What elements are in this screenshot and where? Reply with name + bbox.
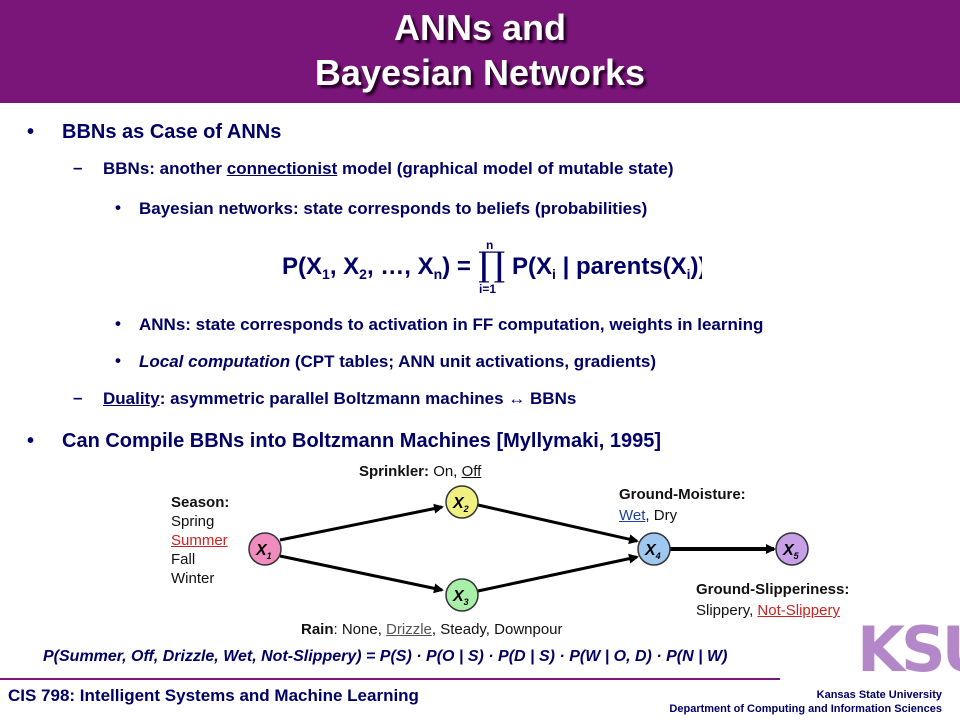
svg-text:i=1: i=1 bbox=[479, 282, 496, 296]
edge-x1-x2 bbox=[279, 503, 444, 542]
ground-slipperiness-label: Ground-Slipperiness: Slippery, Not-Slipp… bbox=[696, 581, 850, 619]
duality-link[interactable]: Duality bbox=[103, 389, 160, 408]
edge-x1-x3 bbox=[279, 554, 444, 594]
node-x1: X1 bbox=[248, 532, 282, 566]
joint-probability-equation: P(X1, X2, …, Xn) = ∏ n i=1 P(Xi | parent… bbox=[282, 238, 702, 296]
svg-text:P(Xi | parents(Xi)): P(Xi | parents(Xi)) bbox=[512, 253, 702, 282]
node-x5: X5 bbox=[775, 532, 809, 566]
ground-moisture-label: Ground-Moisture: Wet, Dry bbox=[619, 486, 746, 524]
slide-title-line1: ANNs and bbox=[393, 7, 567, 48]
department-name: Department of Computing and Information … bbox=[669, 703, 942, 715]
season-label: Season: Spring Summer Fall Winter bbox=[171, 494, 230, 587]
bullet-dot: • bbox=[27, 430, 35, 452]
sprinkler-label: Sprinkler: On, Off bbox=[359, 463, 482, 480]
bullet-bayes-state: Bayesian networks: state corresponds to … bbox=[139, 199, 648, 218]
node-x4: X4 bbox=[637, 532, 671, 566]
bullet-duality: Duality: asymmetric parallel Boltzmann m… bbox=[103, 389, 577, 408]
bullet-dot: • bbox=[27, 121, 35, 143]
bullet-dot: • bbox=[115, 198, 121, 217]
bullet-bbns-connectionist: BBNs: another connectionist model (graph… bbox=[103, 159, 674, 178]
svg-text:P(X1, X2, …, Xn) =: P(X1, X2, …, Xn) = bbox=[282, 253, 471, 282]
slide-title-line2: Bayesian Networks bbox=[314, 52, 646, 93]
course-title: CIS 798: Intelligent Systems and Machine… bbox=[8, 686, 419, 705]
node-x3: X3 bbox=[445, 578, 479, 612]
title-bar bbox=[0, 0, 960, 103]
bullet-local-computation: Local computation (CPT tables; ANN unit … bbox=[139, 352, 656, 371]
connectionist-link[interactable]: connectionist bbox=[226, 159, 338, 178]
bullet-compile-bbns: Can Compile BBNs into Boltzmann Machines… bbox=[62, 430, 662, 452]
dash-marker: – bbox=[73, 158, 83, 177]
bullet-bbns-case: BBNs as Case of ANNs bbox=[62, 121, 282, 143]
bullet-dot: • bbox=[115, 351, 121, 370]
bullet-dot: • bbox=[115, 314, 121, 333]
node-x2: X2 bbox=[445, 485, 479, 519]
ksu-logo: KSU bbox=[857, 613, 960, 686]
dash-marker: – bbox=[73, 388, 83, 407]
rain-label: Rain: None, Drizzle, Steady, Downpour bbox=[301, 621, 563, 638]
svg-text:n: n bbox=[486, 238, 493, 252]
edge-x2-x4 bbox=[477, 503, 639, 545]
bullet-ann-state: ANNs: state corresponds to activation in… bbox=[139, 315, 764, 334]
joint-formula: P(Summer, Off, Drizzle, Wet, Not-Slipper… bbox=[43, 648, 728, 665]
footer-divider bbox=[0, 678, 780, 680]
svg-text:∏: ∏ bbox=[478, 245, 505, 285]
university-name: Kansas State University bbox=[816, 689, 942, 701]
edge-x3-x4 bbox=[477, 553, 639, 593]
